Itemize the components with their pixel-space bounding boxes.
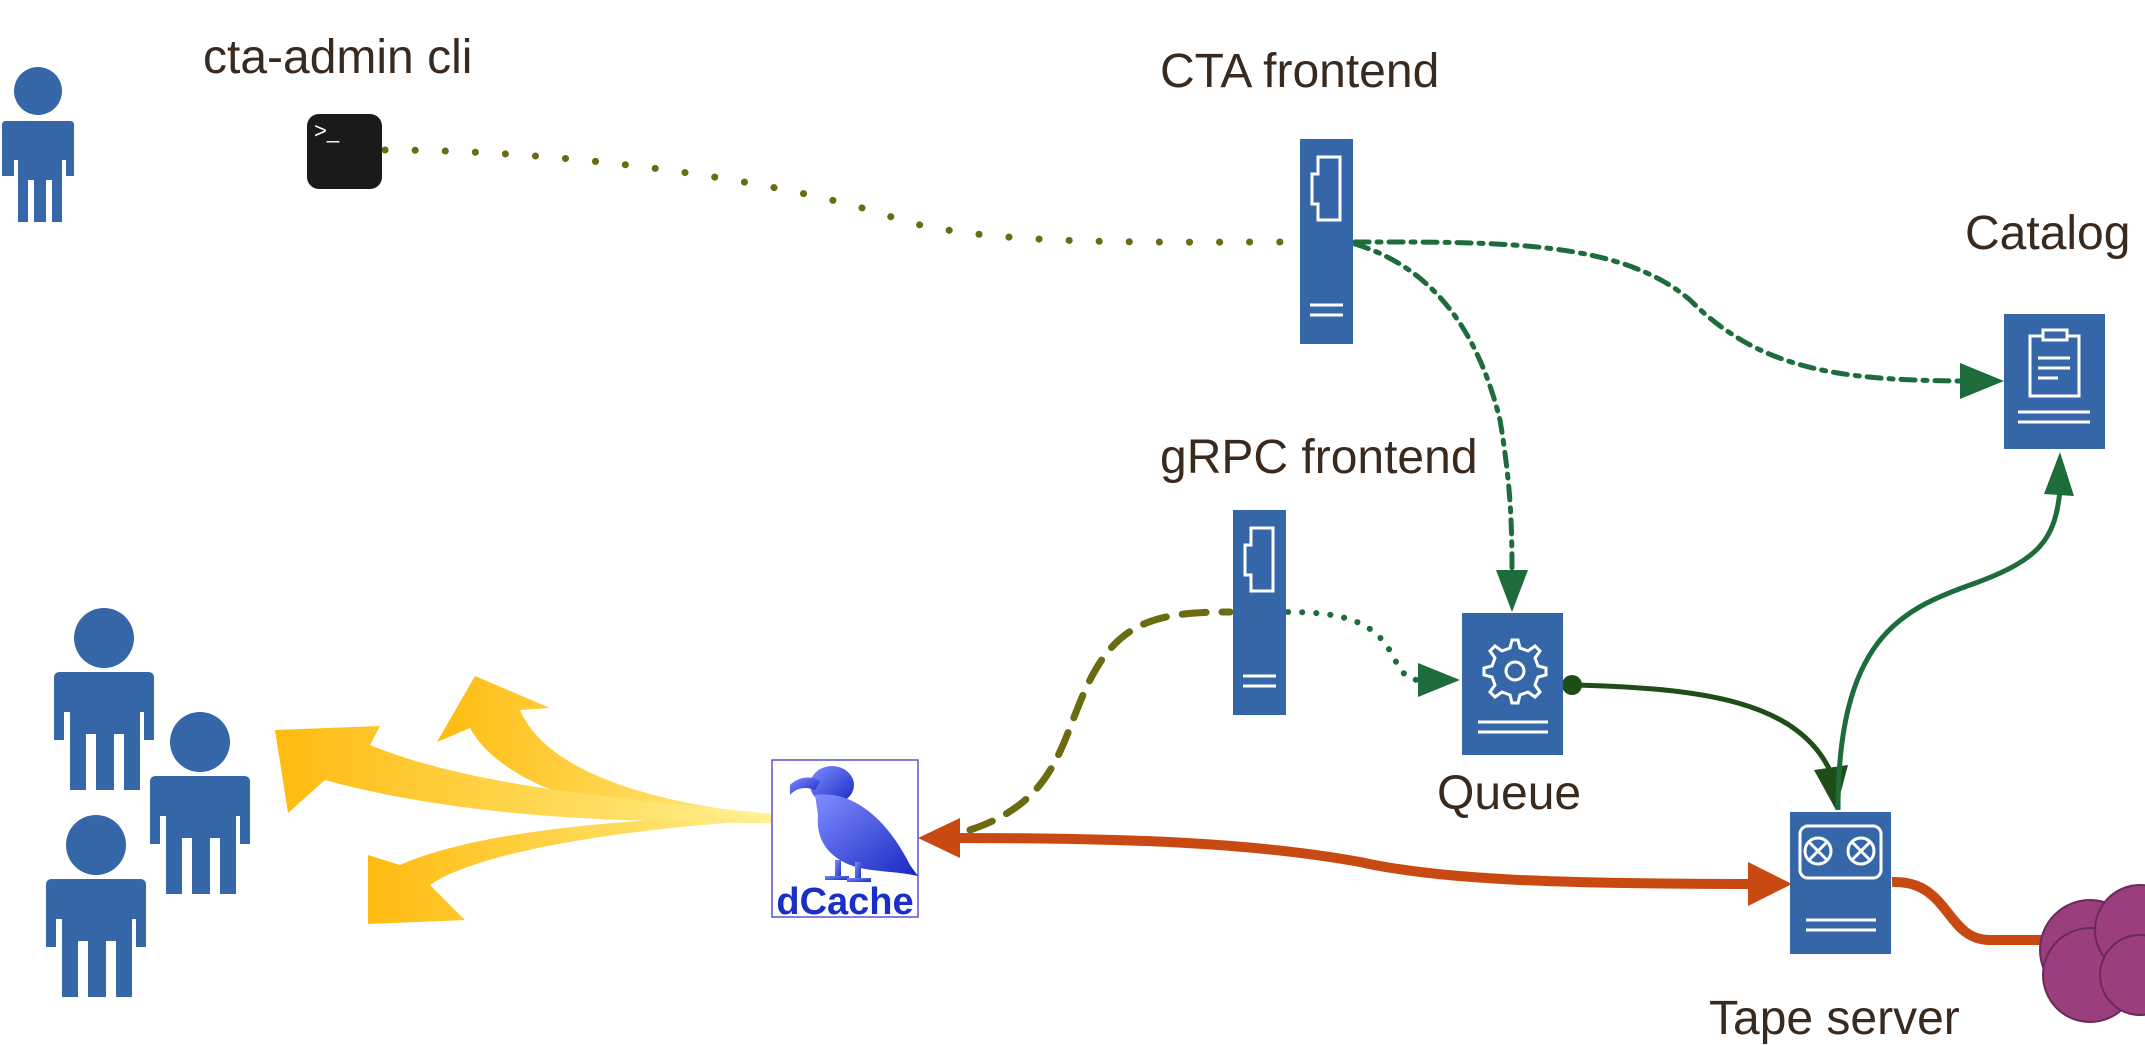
user-person-icon — [150, 712, 250, 894]
cta-frontend-to-queue-link — [1352, 241, 1515, 573]
queue-to-tape-server-link — [1571, 682, 1835, 776]
user-person-icon — [54, 608, 154, 790]
grpc-to-queue-link — [1285, 609, 1423, 683]
users-group-icon — [46, 608, 250, 997]
tape-library-icon[interactable] — [2039, 884, 2145, 1023]
fan-arrow-upper — [437, 676, 810, 824]
dcache-arrowhead — [918, 818, 960, 858]
user-data-fan-arrows — [275, 676, 812, 924]
tape-server-to-library-link — [1891, 876, 2055, 946]
dcache-bird-icon — [790, 766, 918, 882]
tape-server-top-arrowhead — [1814, 765, 1848, 810]
dcache-tape-server-data-link — [954, 833, 1761, 889]
catalog-icon[interactable] — [2004, 314, 2105, 449]
tape-server-left-arrowhead — [1748, 862, 1792, 906]
tape-drive-icon — [1798, 824, 1883, 880]
cta-frontend-to-catalog-link — [1352, 239, 1963, 384]
catalog-label: Catalog — [1965, 207, 2131, 260]
terminal-prompt: >_ — [314, 118, 340, 143]
grpc-frontend-label: gRPC frontend — [1160, 431, 1478, 484]
cli-to-cta-frontend-link — [381, 146, 1286, 246]
cli-label: cta-admin cli — [203, 31, 473, 84]
catalog-arrowhead — [1960, 363, 2004, 399]
queue-icon[interactable] — [1462, 613, 1563, 755]
fan-arrow-middle — [275, 726, 812, 822]
dcache-logo-text: dCache — [776, 881, 913, 923]
terminal-icon[interactable]: >_ — [307, 114, 382, 189]
gear-icon — [1482, 638, 1548, 705]
fan-arrow-lower — [368, 815, 812, 924]
catalog-bottom-arrowhead — [2044, 452, 2074, 496]
tape-server-label: Tape server — [1709, 992, 1960, 1045]
cta-frontend-label: CTA frontend — [1160, 45, 1440, 98]
tape-server-to-catalog-link — [1835, 489, 2063, 811]
tape-server-icon[interactable] — [1790, 812, 1891, 954]
grpc-frontend-server-icon[interactable] — [1233, 510, 1286, 715]
dcache-to-grpc-link — [966, 608, 1234, 834]
queue-top-arrowhead — [1496, 570, 1528, 612]
queue-left-arrowhead — [1418, 663, 1460, 697]
cta-frontend-server-icon[interactable] — [1300, 139, 1353, 344]
user-person-icon — [46, 815, 146, 997]
dcache-logo[interactable]: dCache — [771, 759, 919, 923]
queue-label: Queue — [1437, 767, 1582, 820]
admin-person-icon — [2, 67, 74, 222]
